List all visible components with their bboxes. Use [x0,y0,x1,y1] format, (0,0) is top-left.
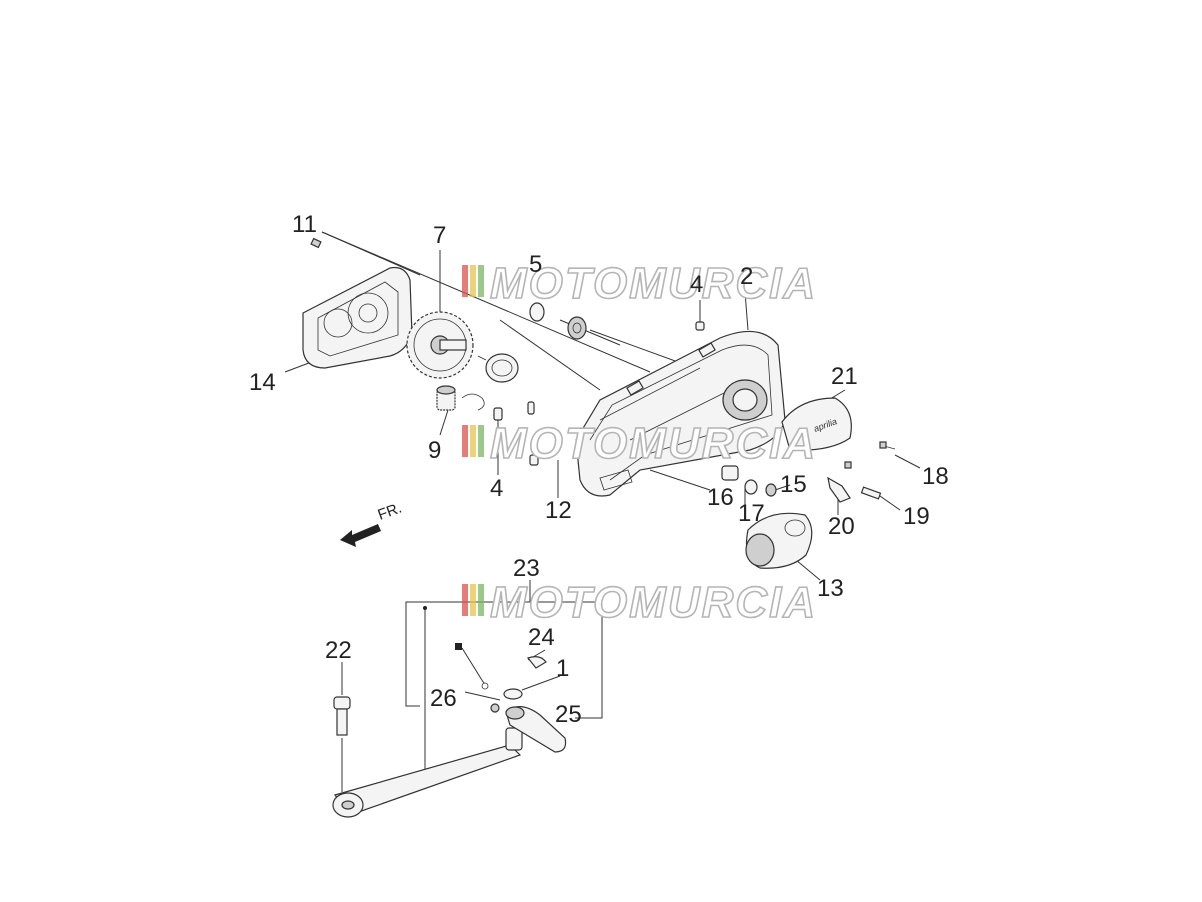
callout-26: 26 [430,685,457,712]
callout-labels: 1 2 4 4 5 7 9 11 12 13 14 15 16 17 18 19… [249,211,949,728]
callout-23: 23 [513,555,540,582]
kickstart-lever [332,727,523,818]
circlip [529,302,545,322]
callout-7: 7 [433,222,446,249]
watermark-middle: MOTOMURCIA [462,418,817,469]
callout-13: 13 [817,575,844,602]
lever-bolt [333,696,351,736]
kickstart-pedal [505,706,567,753]
bearing [567,316,587,340]
callout-22: 22 [325,637,352,664]
callout-19: 19 [903,503,930,530]
washer-15 [765,483,777,497]
bushing-4 [493,401,539,466]
spring-clip [461,393,485,411]
callout-18: 18 [922,463,949,490]
bolt-19 [860,486,882,500]
callout-16: 16 [707,484,734,511]
washer-1 [503,688,523,700]
small-screw [310,237,322,249]
callout-4-top: 4 [690,271,703,298]
pinion-gear [436,385,456,411]
callout-11: 11 [292,211,317,238]
dowel-pin [695,321,705,331]
watermark-text: MOTOMURCIA [490,419,817,468]
watermark-text: MOTOMURCIA [490,259,817,308]
driven-gear [406,311,474,379]
watermark-text: MOTOMURCIA [490,578,817,627]
spring-clip-24 [526,656,547,669]
callout-9: 9 [428,437,441,464]
inner-cover-plate [302,266,413,369]
clamp-bracket [827,476,851,503]
callout-25: 25 [555,701,582,728]
cover-screw [844,441,896,469]
callout-15: 15 [780,471,807,498]
front-direction-arrow: FR. [340,500,404,547]
ratchet-spring [477,353,519,383]
callout-1: 1 [556,655,569,682]
spacer-16 [721,465,739,481]
logo-cover: aprilia [781,397,852,451]
watermark-bottom: MOTOMURCIA [462,577,817,628]
callout-4-bottom: 4 [490,475,503,502]
front-direction-label: FR. [376,500,405,524]
leader-lines [284,231,921,792]
grease-marker [423,606,489,690]
callout-14: 14 [249,369,276,396]
transmission-cover [575,330,786,497]
callout-24: 24 [528,624,555,651]
callout-17: 17 [738,500,765,527]
callout-5: 5 [529,251,542,278]
callout-20: 20 [828,513,855,540]
callout-21: 21 [831,363,858,390]
watermark-top: MOTOMURCIA [462,258,817,309]
washer-17 [744,479,758,495]
nut-26 [490,703,500,713]
callout-2: 2 [740,263,753,290]
callout-12: 12 [545,497,572,524]
air-intake-duct [745,512,813,569]
